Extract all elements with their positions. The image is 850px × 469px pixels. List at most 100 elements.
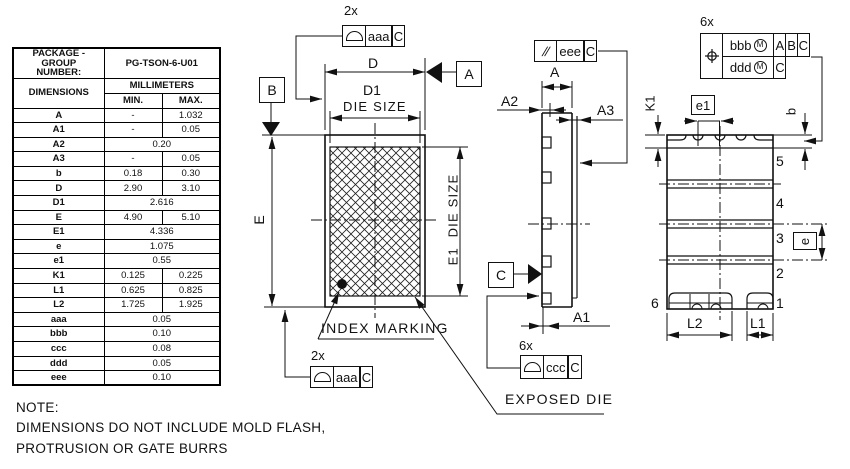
- fcf-bottom-leader: [281, 310, 310, 378]
- pin-2-label: 2: [776, 265, 784, 281]
- millimeters-header: MILLIMETERS: [103, 77, 221, 94]
- side-view: [486, 50, 628, 369]
- datum-b-box: B: [259, 77, 285, 103]
- position-symbol-icon: [700, 33, 723, 79]
- exposed-die-leader: [414, 296, 604, 415]
- datum-a-box: A: [456, 61, 482, 87]
- fcf-tolerance: eee: [555, 40, 585, 62]
- datum-a-triangle: [426, 62, 442, 83]
- pin-5-label: 5: [776, 153, 784, 169]
- pin-1-label: 1: [776, 295, 784, 311]
- dim-label-L1: L1: [750, 315, 766, 331]
- table-row: A1-0.05: [12, 122, 221, 138]
- table-row: A3-0.05: [12, 151, 221, 167]
- index-marking-leader: [317, 291, 340, 340]
- dim-label-D1: D1: [363, 82, 381, 98]
- qty-label-top: 2x: [344, 3, 358, 18]
- fcf-profile-bottom: aaa C: [310, 366, 374, 388]
- package-group-value: PG-TSON-6-U01: [103, 47, 221, 79]
- bottom-leads: [668, 292, 774, 310]
- dim-label-e-boxed: e: [793, 232, 817, 250]
- profile-symbol-icon: [520, 355, 544, 379]
- profile-symbol-icon: [310, 366, 334, 388]
- pin-4-label: 4: [776, 195, 784, 211]
- fcf-datum-c: C: [796, 33, 810, 57]
- dim-label-b: b: [783, 107, 799, 116]
- note-title: NOTE:: [16, 400, 59, 415]
- datum-c-triangle: [528, 264, 542, 284]
- dim-label-K1: K1: [642, 95, 658, 112]
- dim-label-A: A: [550, 64, 560, 80]
- fcf-tolerance: ccc: [542, 355, 569, 379]
- datum-c-box: C: [488, 262, 514, 288]
- bottom-view: [645, 56, 830, 341]
- note-line-1: DIMENSIONS DO NOT INCLUDE MOLD FLASH,: [16, 420, 326, 435]
- max-header: MAX.: [161, 92, 221, 109]
- qty-label-bottom: 2x: [311, 348, 325, 363]
- qty-label-bottom-view: 6x: [700, 14, 714, 29]
- parallelism-leader: [580, 50, 628, 167]
- side-lead-tabs: [541, 136, 552, 305]
- fcf-tolerance: aaa: [332, 366, 361, 388]
- min-header: MIN.: [103, 92, 163, 109]
- fcf-parallelism: // eee C: [534, 40, 598, 62]
- datum-b-triangle: [262, 122, 280, 136]
- fcf-datum: C: [567, 355, 583, 379]
- m-circle-icon: M: [753, 60, 767, 74]
- dim-label-A3: A3: [597, 102, 615, 118]
- fcf-top-leader: [295, 35, 342, 103]
- dim-label-L2: L2: [687, 315, 703, 331]
- die-size-label: DIE SIZE: [343, 99, 407, 114]
- dim-label-D: D: [368, 55, 379, 71]
- qty-label-side: 6x: [519, 338, 533, 353]
- dimensions-header: DIMENSIONS: [12, 77, 105, 109]
- pin-6-label: 6: [651, 295, 659, 311]
- fcf-ccc-leader: [486, 292, 539, 369]
- position-fcf-leader: [804, 56, 823, 145]
- fcf-datum: C: [391, 25, 406, 47]
- table-row: A-1.032: [12, 107, 221, 124]
- exposed-die-label: EXPOSED DIE: [505, 391, 614, 407]
- fcf-datum: C: [359, 366, 374, 388]
- dim-label-A1: A1: [573, 309, 591, 325]
- index-marking-label: INDEX MARKING: [321, 320, 449, 336]
- dim-label-e1-boxed: e1: [691, 95, 715, 115]
- top-view: [262, 35, 604, 415]
- dim-label-E1-die-size: E1 DIE SIZE: [445, 173, 461, 266]
- note-line-2: PROTRUSION OR GATE BURRS: [16, 441, 228, 456]
- lead-strips: [667, 179, 773, 265]
- index-marking-dot: [337, 279, 347, 289]
- m-circle-icon: M: [753, 38, 767, 52]
- fcf-profile-top: aaa C: [342, 25, 406, 47]
- profile-symbol-icon: [342, 25, 366, 47]
- package-body-outline: [324, 134, 426, 308]
- fcf-datum: C: [583, 40, 598, 62]
- dim-label-E: E: [251, 215, 267, 225]
- fcf-datum-c2: C: [773, 55, 787, 79]
- dim-label-A2: A2: [501, 93, 519, 109]
- pin-3-label: 3: [776, 230, 784, 246]
